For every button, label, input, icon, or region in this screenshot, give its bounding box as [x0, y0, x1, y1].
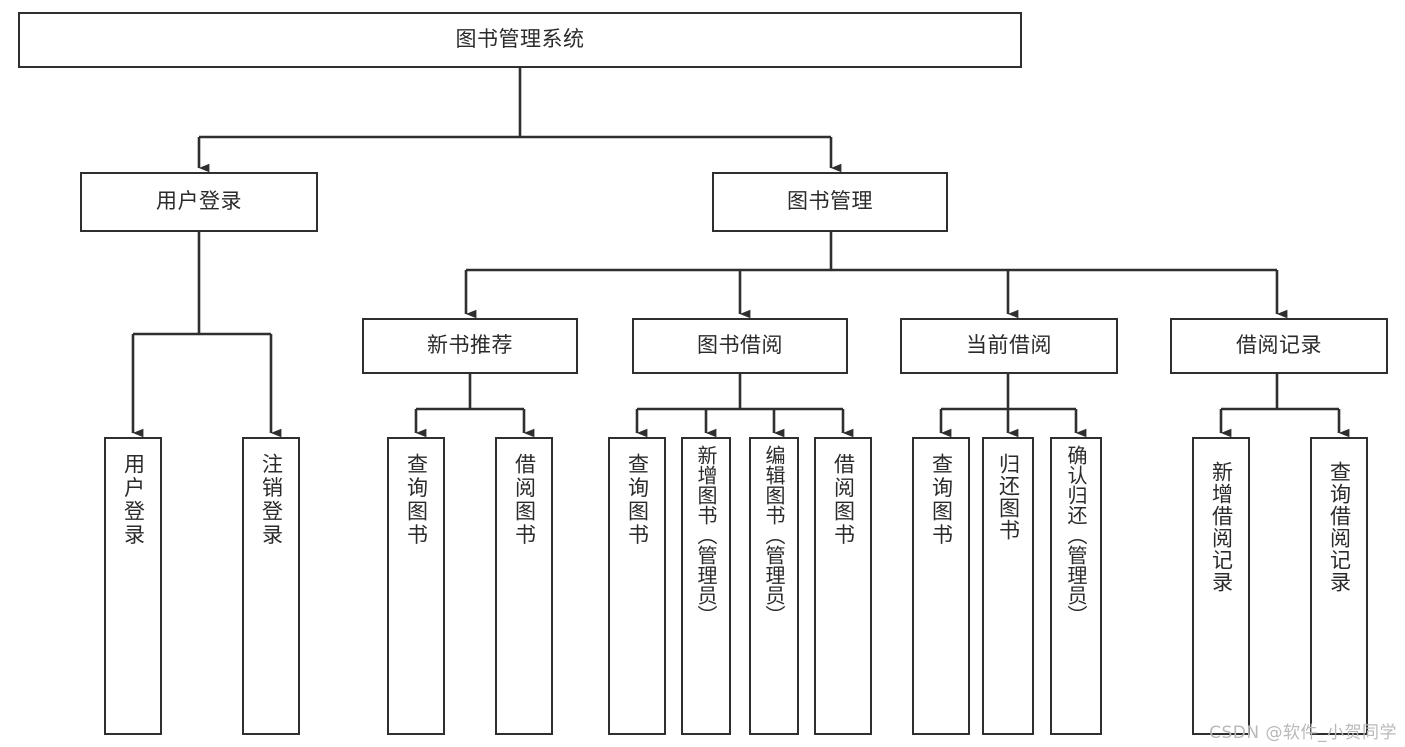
node-current-borrow[interactable]: 当前借阅 [900, 318, 1118, 374]
node-user-login-label: 用户登录 [156, 189, 242, 214]
node-new-book-recommend[interactable]: 新书推荐 [362, 318, 578, 374]
leaf-borrow-borrow-book-label: 借阅图书 [831, 453, 856, 547]
leaf-borrow-borrow-book[interactable]: 借阅图书 [814, 437, 872, 735]
leaf-borrow-query-book[interactable]: 查询图书 [608, 437, 666, 735]
leaf-record-add[interactable]: 新增借阅记录 [1192, 437, 1250, 735]
node-borrow-record[interactable]: 借阅记录 [1170, 318, 1388, 374]
node-current-borrow-label: 当前借阅 [966, 333, 1052, 358]
leaf-user-login-signout[interactable]: 注销登录 [242, 437, 300, 735]
leaf-borrow-edit-book[interactable]: 编辑图书（管理员） [749, 437, 799, 735]
leaf-new-book-query[interactable]: 查询图书 [387, 437, 445, 735]
leaf-borrow-add-book-label: 新增图书（管理员） [694, 445, 718, 625]
leaf-record-query[interactable]: 查询借阅记录 [1310, 437, 1368, 735]
node-root-system[interactable]: 图书管理系统 [18, 12, 1022, 68]
node-borrow-record-label: 借阅记录 [1236, 333, 1322, 358]
node-book-management[interactable]: 图书管理 [712, 172, 948, 232]
leaf-current-return-book-label: 归还图书 [996, 453, 1021, 541]
leaf-borrow-add-book[interactable]: 新增图书（管理员） [681, 437, 731, 735]
leaf-record-add-label: 新增借阅记录 [1209, 461, 1234, 593]
node-new-book-recommend-label: 新书推荐 [427, 333, 513, 358]
node-book-management-label: 图书管理 [787, 189, 873, 214]
node-root-system-label: 图书管理系统 [455, 27, 585, 52]
csdn-watermark: CSDN @软件_小贺同学 [1209, 723, 1397, 743]
leaf-current-confirm-return-label: 确认归还（管理员） [1064, 445, 1088, 625]
leaf-new-book-borrow-label: 借阅图书 [512, 453, 537, 547]
leaf-record-query-label: 查询借阅记录 [1327, 461, 1352, 593]
leaf-new-book-query-label: 查询图书 [404, 453, 429, 547]
leaf-user-login-signin-label: 用户登录 [121, 453, 146, 547]
leaf-new-book-borrow[interactable]: 借阅图书 [495, 437, 553, 735]
leaf-borrow-edit-book-label: 编辑图书（管理员） [762, 445, 786, 625]
leaf-user-login-signin[interactable]: 用户登录 [104, 437, 162, 735]
leaf-current-query-book-label: 查询图书 [929, 453, 954, 547]
leaf-current-query-book[interactable]: 查询图书 [912, 437, 970, 735]
leaf-current-confirm-return[interactable]: 确认归还（管理员） [1050, 437, 1102, 735]
leaf-user-login-signout-label: 注销登录 [259, 453, 284, 547]
node-user-login[interactable]: 用户登录 [80, 172, 318, 232]
node-book-borrow[interactable]: 图书借阅 [632, 318, 848, 374]
leaf-current-return-book[interactable]: 归还图书 [982, 437, 1034, 735]
node-book-borrow-label: 图书借阅 [697, 333, 783, 358]
leaf-borrow-query-book-label: 查询图书 [625, 453, 650, 547]
